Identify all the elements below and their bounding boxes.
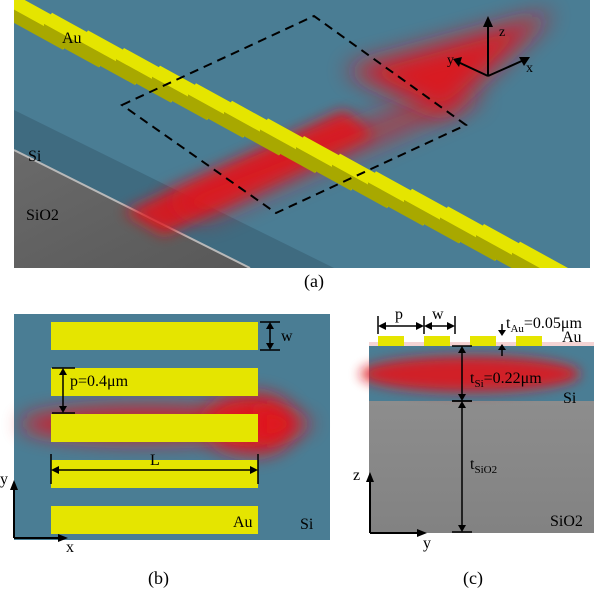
p-dimension-b	[52, 367, 75, 414]
axis-z-label-c: z	[353, 467, 360, 484]
panel-a-3d-view: z x y Au Si SiO2 (a)	[0, 0, 601, 313]
axis-x-label: x	[526, 61, 533, 76]
L-label-b: L	[150, 452, 160, 469]
p-label-b: p=0.4μm	[70, 373, 129, 390]
axes-c	[369, 478, 421, 534]
caption-b: (b)	[148, 568, 169, 589]
sio2-layer-c	[369, 401, 594, 533]
axes-3d	[457, 22, 525, 77]
au-label-c: Au	[562, 329, 582, 346]
p-label-c: p	[395, 306, 403, 323]
panel-a-svg: z x y Au Si SiO2	[0, 0, 601, 313]
si-label: Si	[28, 148, 42, 165]
sio2-label-c: SiO2	[550, 513, 583, 530]
y-arrow-head	[453, 57, 462, 67]
grating-bar-top	[51, 368, 258, 396]
au-label-b: Au	[233, 514, 253, 531]
t-sio2-label: tSiO2	[470, 456, 497, 476]
grating-bar-section	[516, 336, 542, 346]
x-arrow-head	[519, 57, 530, 66]
w-label-b: w	[281, 328, 293, 345]
axes-b	[13, 486, 62, 539]
caption-c: (c)	[463, 568, 483, 589]
caption-a: (a)	[304, 271, 324, 291]
w-label-c: w	[432, 306, 444, 323]
t-au-label: tAu=0.05μm	[506, 315, 583, 335]
grating-bar-section	[424, 336, 450, 346]
grating-bars-top	[51, 322, 258, 534]
light-mode-c	[360, 356, 580, 392]
panel-b-and-c: w p=0.4μm L Au Si y x (b)	[0, 306, 600, 595]
dashed-coupler-region	[120, 14, 468, 215]
grating-bar-section	[378, 336, 404, 346]
axis-z-label: z	[499, 25, 505, 40]
si-label-c: Si	[563, 390, 577, 407]
axis-x-label-b: x	[66, 539, 74, 556]
axis-y-label: y	[447, 53, 454, 68]
grating-bars-section	[378, 336, 542, 346]
axis-y-label-c: y	[423, 535, 431, 552]
grating-bar-top	[51, 322, 258, 350]
sio2-label: SiO2	[26, 207, 59, 224]
au-label: Au	[62, 30, 82, 47]
grating-bar-top	[51, 460, 258, 488]
L-dimension-b	[50, 454, 259, 484]
si-label-b: Si	[300, 516, 314, 533]
t-si-label: tSi=0.22μm	[470, 370, 542, 390]
grating-bars-3d	[0, 0, 601, 313]
axis-y-label-b: y	[0, 471, 8, 488]
z-arrow-head	[483, 16, 493, 27]
panels-bc-svg: w p=0.4μm L Au Si y x (b)	[0, 306, 594, 589]
grating-bar-top	[51, 414, 258, 442]
grating-bar-top	[51, 506, 258, 534]
grating-bar-section	[470, 336, 496, 346]
